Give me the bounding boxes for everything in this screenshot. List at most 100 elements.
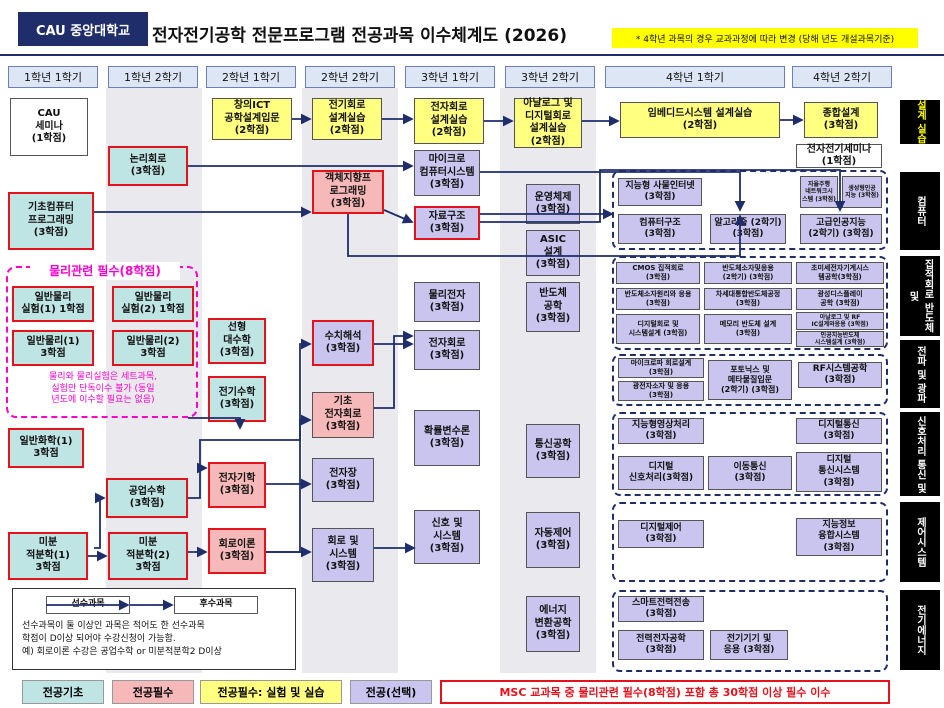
arrow bbox=[188, 417, 246, 430]
course-photonics: 포토닉스 및 메타물질입문 (2학기) (3학점) bbox=[708, 360, 792, 400]
arrow bbox=[480, 171, 746, 212]
course-phy-lab2: 일반물리 실험(2) 1학점 bbox=[112, 286, 194, 322]
course-numerical-analysis: 수치해석 (3학점) bbox=[312, 320, 374, 366]
course-digital-comm-system: 디지털 통신시스템 (3학점) bbox=[796, 452, 882, 492]
course-engineering-math: 공업수학 (3학점) bbox=[106, 478, 188, 518]
legend-postrequisite: 후수과목 bbox=[174, 596, 258, 614]
course-embedded-lab: 임베디드시스템 설계실습 (2학점) bbox=[620, 102, 780, 138]
course-digital-control: 디지털제어 (3학점) bbox=[618, 520, 704, 548]
course-microcomputer: 마이크로 컴퓨터시스템 (3학점) bbox=[414, 150, 480, 196]
course-rf-systems: RF시스템공학 (3학점) bbox=[798, 362, 882, 388]
course-asic-design: ASIC 설계 (3학점) bbox=[526, 230, 580, 276]
side-label-wave: 전파 및 광파 bbox=[900, 340, 940, 408]
course-power-electronics: 전력전자공학 (3학점) bbox=[618, 630, 704, 660]
course-display: 광성디스플레이 공학 (3학점) bbox=[796, 288, 884, 310]
course-signals-systems: 신호 및 시스템 (3학점) bbox=[414, 510, 480, 564]
course-calculus2: 미분 적분학(2) 3학점 bbox=[108, 532, 188, 580]
course-electric-machines: 전기기기 및 응용 (3학점) bbox=[710, 630, 788, 660]
legend-msc-requirement: MSC 교과목 중 물리관련 필수(8학점) 포함 총 30학점 이상 필수 이… bbox=[440, 680, 890, 704]
course-creative-ict: 창의ICT 공학설계입문 (2학점) bbox=[212, 98, 292, 140]
arrow bbox=[383, 209, 414, 224]
semester-header: 1학년 1학기 bbox=[8, 66, 98, 88]
side-label-design: 설계 실습 bbox=[900, 100, 940, 144]
side-label-signal: 신호처리 통신 및 bbox=[900, 412, 940, 496]
side-label-control: 제어시스템 bbox=[900, 502, 940, 582]
legend-major-required: 전공필수 bbox=[112, 680, 194, 704]
legend-required-lab: 전공필수: 실험 및 실습 bbox=[200, 680, 342, 704]
arrow bbox=[188, 338, 312, 499]
legend-rule-text: 선수과목이 둘 이상인 과목은 적어도 한 선수과목 학점이 D이상 되어야 수… bbox=[22, 621, 222, 658]
arrow bbox=[94, 492, 106, 549]
course-mobile-comm: 이동통신 (3학점) bbox=[708, 456, 792, 490]
course-analog-digital-lab: 아날로그 및 디지털회로 설계실습 (2학점) bbox=[514, 98, 582, 148]
physics-note: 물리와 물리실험은 세트과목, 실험만 단독이수 불가 (동일 년도에 이수할 … bbox=[49, 372, 157, 406]
course-circuits-systems: 회로 및 시스템 (3학점) bbox=[312, 528, 374, 582]
course-digital-circuit-design: 디지털회로 및 시스템설계 (3학점) bbox=[616, 314, 700, 344]
course-smart-power: 스마트전력전송 (3학점) bbox=[618, 596, 704, 622]
course-iot: 지능형 사물인터넷 (3학점) bbox=[618, 178, 702, 206]
side-label-power: 전기에너지 bbox=[900, 590, 940, 670]
course-computer-architecture: 컴퓨터구조 (3학점) bbox=[618, 214, 702, 244]
course-ultra-mems: 초미세전자기계시스 템공학(3학점) bbox=[796, 262, 884, 284]
course-autonomous-network: 자율주행 네트워크시 스템 (3학점) bbox=[800, 176, 838, 208]
side-label-computer: 컴퓨터 bbox=[900, 172, 940, 250]
course-memory-design: 메모리 반도체 설계 (3학점) bbox=[704, 314, 792, 344]
course-semiconductor: 반도체 공학 (3학점) bbox=[526, 282, 580, 332]
course-next-semi: 차세대통합반도체공정 (3학점) bbox=[704, 288, 792, 310]
course-phy2: 일반물리(2) 3학점 bbox=[112, 330, 194, 366]
group-control bbox=[612, 502, 888, 582]
course-ee-seminar: 전자전기세미나 (1학점) bbox=[796, 144, 882, 168]
arrow bbox=[266, 414, 312, 553]
course-automatic-control: 자동제어 (3학점) bbox=[526, 512, 580, 568]
course-linear-algebra: 선형 대수학 (3학점) bbox=[208, 318, 266, 364]
course-semi-device: 반도체소자원리와 응용 (3학점) bbox=[616, 288, 700, 310]
course-nano-semi: 반도체소자및응용 (2학기) (3학점) bbox=[704, 262, 792, 284]
course-basic-programming: 기초컴퓨터 프로그래밍 (3학점) bbox=[8, 192, 94, 250]
course-ai-semi: 인공지능반도체 시스템설계 (3학점) bbox=[796, 331, 884, 347]
arrow bbox=[480, 169, 846, 223]
course-logic-circuit: 논리회로 (3학점) bbox=[108, 146, 188, 186]
arrow bbox=[374, 330, 414, 409]
course-electronic-circuits: 전자회로 (3학점) bbox=[414, 330, 480, 370]
university-logo: CAU 중앙대학교 bbox=[18, 12, 148, 46]
course-circuit-theory: 회로이론 (3학점) bbox=[208, 528, 266, 574]
course-generative-ai: 생성형인공 지능 (3학점) bbox=[842, 176, 882, 208]
physics-group-title: 물리관련 필수(8학점) bbox=[30, 262, 180, 280]
semester-header: 4학년 2학기 bbox=[792, 66, 892, 88]
group-power bbox=[612, 590, 888, 672]
legend-major-basic: 전공기초 bbox=[22, 680, 104, 704]
semester-header: 3학년 2학기 bbox=[505, 66, 595, 88]
course-electromagnetics: 전자기학 (3학점) bbox=[208, 462, 266, 508]
arrow bbox=[347, 214, 746, 257]
course-algorithm: 알고리즘 (2학기) (3학점) bbox=[710, 214, 786, 244]
course-image-processing: 지능형영상처리 (3학점) bbox=[618, 418, 704, 444]
semester-header: 2학년 2학기 bbox=[305, 66, 395, 88]
course-microwave: 마이크로파 회로설계 (3학점) bbox=[618, 358, 704, 378]
course-calculus1: 미분 적분학(1) 3학점 bbox=[8, 532, 88, 580]
course-cmos: CMOS 집적회로 (3학점) bbox=[616, 262, 700, 284]
course-cau-seminar: CAU 세미나 (1학점) bbox=[10, 98, 88, 156]
course-chemistry: 일반화학(1) 3학점 bbox=[8, 428, 84, 468]
course-em-field: 전자장 (3학점) bbox=[312, 458, 374, 502]
course-probability: 확률변수론 (3학점) bbox=[414, 410, 480, 466]
course-analog-rf-ic: 아날로그 및 RF IC설계와응용 (3학점) bbox=[796, 312, 884, 330]
side-label-semiconductor: 집적회로 반도체 및 bbox=[900, 256, 940, 336]
semester-header: 3학년 1학기 bbox=[405, 66, 495, 88]
course-energy-conversion: 에너지 변환공학 (3학점) bbox=[526, 596, 580, 652]
page-title: 전자전기공학 전문프로그램 전공과목 이수체계도 (2026) bbox=[152, 25, 567, 46]
course-advanced-ai: 고급인공지능 (2학기) (3학점) bbox=[800, 214, 882, 244]
course-phy-lab1: 일반물리 실험(1) 1학점 bbox=[12, 286, 94, 322]
course-operating-system: 운영체제 (3학점) bbox=[526, 184, 580, 224]
course-oop: 객체지향프 로그래밍 (3학점) bbox=[312, 170, 384, 214]
course-circuit-lab: 전기회로 설계실습 (2학점) bbox=[312, 98, 382, 140]
group-semiconductor bbox=[612, 256, 888, 350]
course-communication: 통신공학 (3학점) bbox=[526, 424, 580, 478]
group-wave-optics bbox=[612, 354, 888, 406]
group-signal-comm bbox=[612, 412, 888, 496]
course-dsp: 디지털 신호처리(3학점) bbox=[618, 456, 704, 490]
course-capstone: 종합설계 (3학점) bbox=[804, 102, 878, 138]
course-digital-comm: 디지털통신 (3학점) bbox=[796, 418, 882, 444]
course-physical-electronics: 물리전자 (3학점) bbox=[414, 282, 480, 322]
course-optoelectronics: 광전자소자 및 응용 (3학점) bbox=[618, 381, 704, 401]
